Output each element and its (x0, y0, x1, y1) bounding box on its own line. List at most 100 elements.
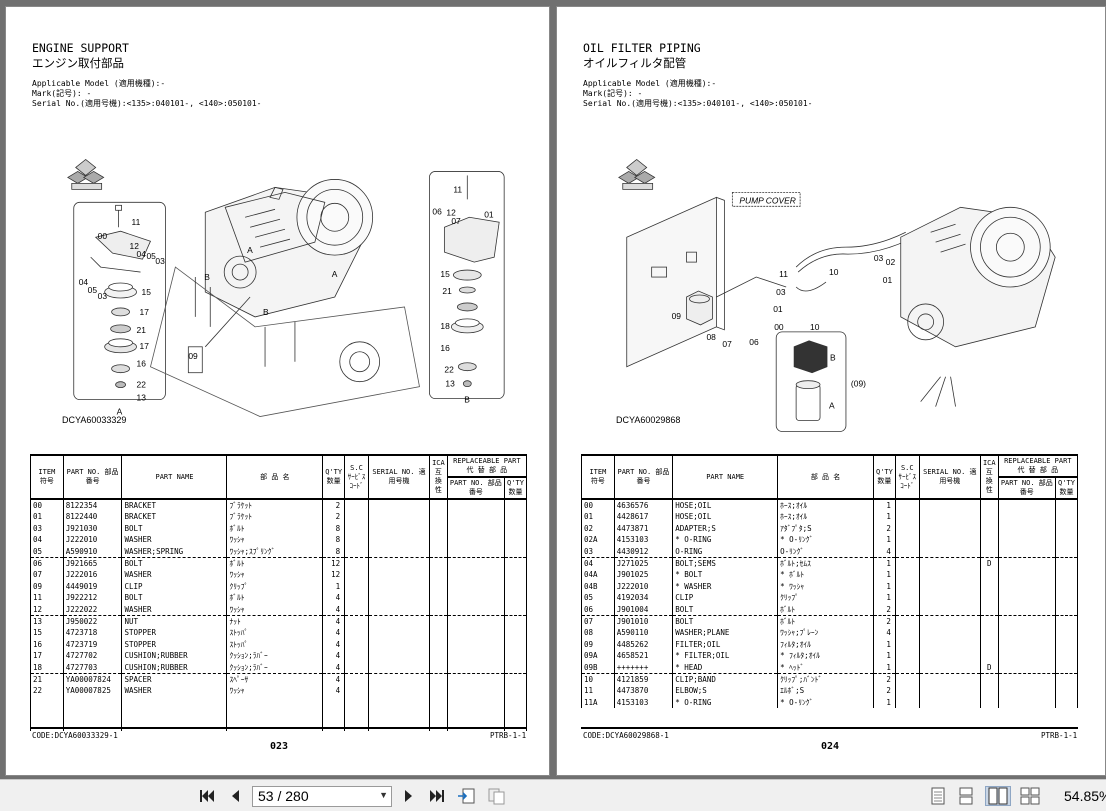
cell-qty: 2 (322, 511, 346, 523)
cell-item: 08 (581, 626, 615, 639)
cell-empty (503, 719, 528, 732)
cell-rep-qty (1054, 614, 1079, 627)
cell-sc (344, 661, 369, 674)
cell-part-name: * WASHER (672, 580, 779, 593)
cell-qty: 1 (872, 696, 896, 709)
title-ja: エンジン取付部品 (32, 56, 124, 70)
cell-ja-name: ｽﾄｯﾊﾟ (226, 638, 324, 651)
col-rep-part-no: PART NO. 部品番号 (446, 476, 505, 500)
col-qty: Q'TY 数量 (322, 454, 346, 500)
cell-empty (367, 696, 431, 709)
cell-part-no: 8122354 (62, 499, 123, 511)
callout-11b: 11 (453, 184, 462, 194)
cell-item: 05 (581, 592, 615, 604)
cell-part-no: A590110 (613, 626, 674, 639)
applicable-model: Applicable Model (適用機種):- (583, 79, 717, 88)
callout-03b: 03 (98, 291, 108, 301)
cell-serial (367, 499, 431, 511)
cell-part-name: HOSE;OIL (672, 499, 779, 511)
next-page-button[interactable] (398, 786, 420, 806)
cell-ja-name: ｸﾘｯﾌﾟ (226, 580, 324, 593)
orientation-icon (617, 158, 656, 190)
cell-ica (979, 580, 999, 593)
cell-empty (446, 719, 505, 732)
previous-page-icon (232, 790, 239, 802)
callout-06: 06 (432, 206, 442, 216)
callout-09: 09 (188, 351, 198, 361)
cell-part-name: WASHER;SPRING (121, 545, 228, 558)
cell-ica (979, 545, 999, 558)
cell-rep-qty (1054, 696, 1079, 709)
cell-part-no: 4658521 (613, 650, 674, 662)
two-page-view-button[interactable] (985, 786, 1011, 806)
last-page-button[interactable] (426, 786, 448, 806)
cell-sc (894, 545, 920, 558)
cell-rep-qty (1054, 499, 1079, 511)
cell-qty: 1 (872, 661, 896, 674)
callout-21b: 21 (442, 286, 452, 296)
cell-rep-qty (1054, 580, 1079, 593)
chevron-down-icon[interactable]: ▼ (379, 790, 388, 800)
page-number-input[interactable]: 53 / 280 ▼ (252, 786, 392, 807)
col-part-name: PART NAME (672, 454, 779, 500)
cell-rep-part-no (997, 661, 1056, 674)
cell-item: 10 (581, 672, 615, 685)
cell-item: 03 (30, 522, 64, 535)
previous-page-button[interactable] (224, 786, 246, 806)
cell-part-name: CLIP (121, 580, 228, 593)
cell-rep-qty (503, 650, 528, 662)
fit-page-button[interactable] (456, 786, 478, 806)
cell-serial (367, 603, 431, 616)
cell-qty: 4 (322, 626, 346, 639)
callout-04a: 04 (137, 249, 147, 259)
cell-sc (344, 626, 369, 639)
cell-ica (429, 545, 448, 558)
first-page-button[interactable] (196, 786, 218, 806)
cell-ja-name: ﾜｯｼｬ (226, 603, 324, 616)
callout-03b: 03 (776, 287, 786, 297)
cell-ica (429, 638, 448, 651)
callout-a: A (829, 401, 835, 411)
cell-serial (918, 684, 981, 697)
cell-part-no: 4636576 (613, 499, 674, 511)
cell-serial (918, 614, 981, 627)
callout-21a: 21 (137, 325, 147, 335)
callout-16a: 16 (137, 359, 147, 369)
single-page-view-button[interactable] (927, 786, 949, 806)
cell-empty (62, 696, 123, 709)
callout-02: 02 (886, 257, 896, 267)
two-page-continuous-icon (1020, 787, 1040, 805)
callout-04b: 04 (79, 277, 89, 287)
cell-part-no: 4153103 (613, 696, 674, 709)
cell-sc (344, 511, 369, 523)
two-page-continuous-view-button[interactable] (1017, 786, 1043, 806)
cell-rep-qty (1054, 592, 1079, 604)
cell-rep-part-no (997, 592, 1056, 604)
cell-empty (429, 708, 448, 720)
cell-ica (979, 650, 999, 662)
cell-rep-part-no (446, 522, 505, 535)
cell-rep-part-no (997, 638, 1056, 651)
cell-sc (894, 568, 920, 581)
callout-a3: A (332, 269, 338, 279)
cell-rep-part-no (446, 592, 505, 604)
continuous-view-button[interactable] (955, 786, 977, 806)
cell-empty (121, 696, 228, 709)
cell-ica (429, 534, 448, 546)
cell-part-name: * O-RING (672, 534, 779, 546)
cell-qty: 1 (872, 650, 896, 662)
page-copy-button[interactable] (486, 786, 508, 806)
zoom-level[interactable]: 54.85% (1064, 788, 1106, 804)
cell-part-name: STOPPER (121, 626, 228, 639)
cell-rep-qty (503, 614, 528, 627)
cell-part-no: J271025 (613, 556, 674, 569)
cell-rep-part-no (446, 603, 505, 616)
cell-serial (918, 696, 981, 709)
document-viewport[interactable]: ENGINE SUPPORT エンジン取付部品 Applicable Model… (0, 0, 1106, 779)
